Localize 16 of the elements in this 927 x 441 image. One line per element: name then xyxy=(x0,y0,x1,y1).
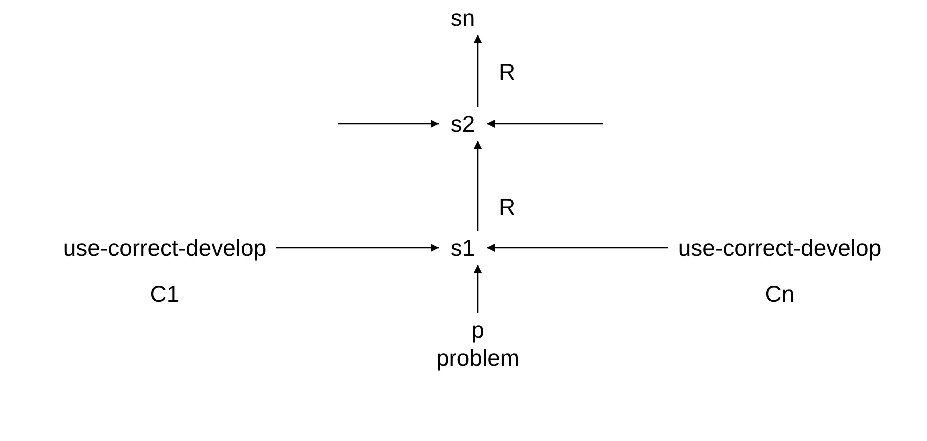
arrow xyxy=(474,141,482,231)
node-sublabel: problem xyxy=(435,345,521,371)
state-label: sn xyxy=(443,5,483,31)
arrow xyxy=(487,244,668,252)
node-sublabel: Cn xyxy=(764,281,796,307)
arrow xyxy=(474,265,482,313)
state-label: s2 xyxy=(443,111,483,137)
node-label: use-correct-develop xyxy=(62,235,268,261)
arrow xyxy=(338,120,439,128)
node-sublabel: C1 xyxy=(149,281,181,307)
node-label: p xyxy=(470,317,486,343)
node-label: use-correct-develop xyxy=(677,235,883,261)
state-label: s1 xyxy=(443,235,483,261)
arrow xyxy=(474,35,482,107)
arrow xyxy=(276,244,439,252)
arrow xyxy=(487,120,603,128)
